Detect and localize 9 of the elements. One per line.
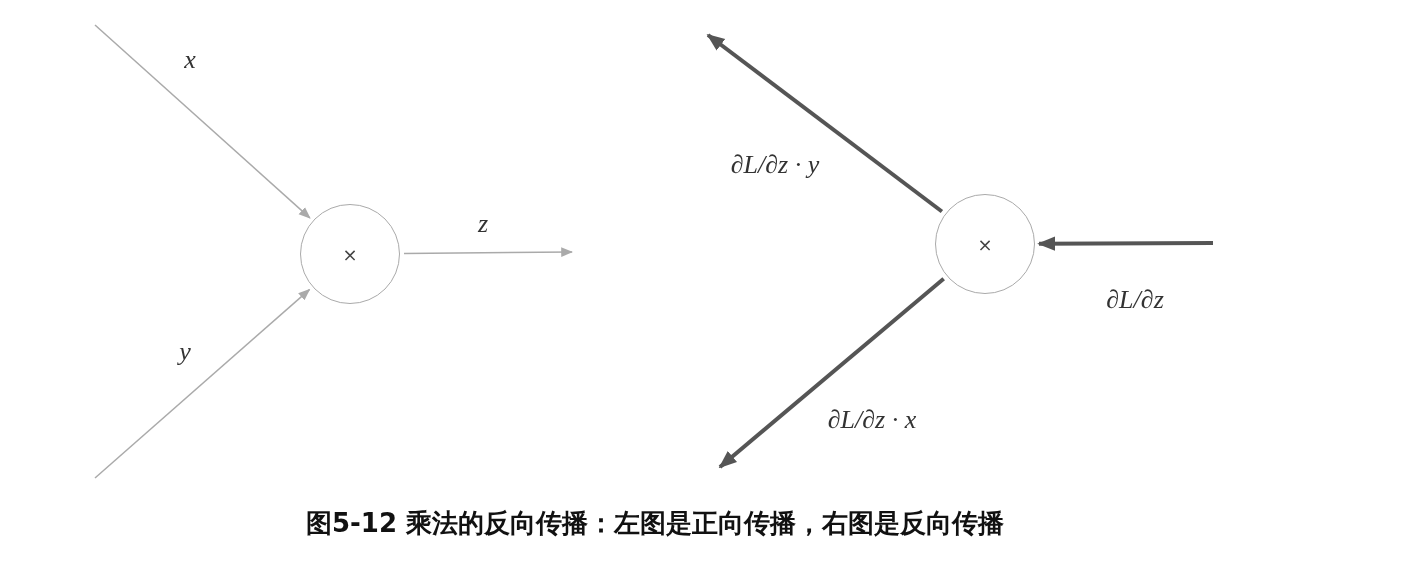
arrow bbox=[94, 24, 311, 219]
operator-symbol: × bbox=[977, 233, 993, 255]
arrow bbox=[706, 33, 944, 214]
arrow bbox=[94, 288, 311, 479]
figure-caption: 图5-12 乘法的反向传播：左图是正向传播，右图是反向传播 bbox=[304, 507, 1006, 540]
arrow bbox=[1037, 236, 1213, 251]
operator-symbol: × bbox=[342, 243, 358, 265]
arrow bbox=[403, 247, 574, 257]
arrow bbox=[718, 277, 945, 469]
